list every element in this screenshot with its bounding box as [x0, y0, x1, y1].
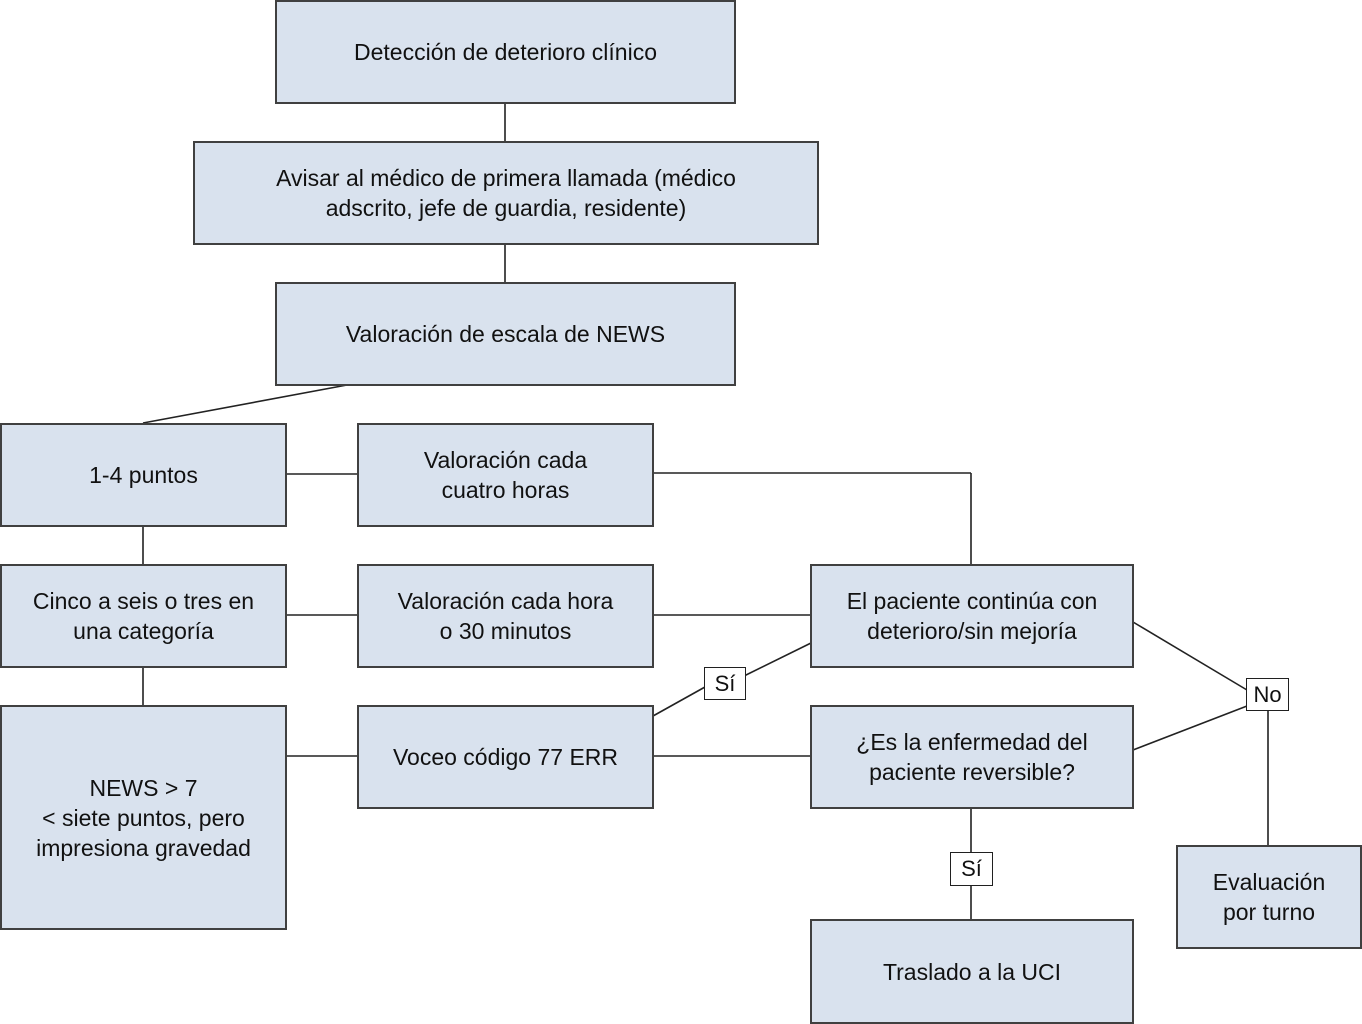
node-news-assessment: Valoración de escala de NEWS: [275, 282, 736, 386]
edge-label-yes-continues: Sí: [704, 667, 746, 700]
node-news-gt-7: NEWS > 7 < siete puntos, pero impresiona…: [0, 705, 287, 930]
edge-code77-si: [652, 686, 706, 717]
node-notify-physician: Avisar al médico de primera llamada (méd…: [193, 141, 819, 245]
node-every-hour: Valoración cada hora o 30 minutos: [357, 564, 654, 668]
node-patient-continues-text: El paciente continúa con deterioro/sin m…: [846, 588, 1098, 644]
node-every-4-hours-text: Valoración cada cuatro horas: [423, 447, 588, 503]
node-detection: Detección de deterioro clínico: [275, 0, 736, 104]
node-patient-continues: El paciente continúa con deterioro/sin m…: [810, 564, 1134, 668]
node-every-4-hours: Valoración cada cuatro horas: [357, 423, 654, 527]
node-news-gt-7-text: NEWS > 7 < siete puntos, pero impresiona…: [36, 774, 251, 861]
node-shift-evaluation: Evaluación por turno: [1176, 845, 1362, 949]
node-code-77: Voceo código 77 ERR: [357, 705, 654, 809]
node-news-assessment-text: Valoración de escala de NEWS: [345, 321, 666, 347]
node-icu-transfer-text: Traslado a la UCI: [882, 958, 1062, 985]
node-icu-transfer: Traslado a la UCI: [810, 919, 1134, 1024]
edge-si-continues: [743, 642, 812, 677]
node-code-77-text: Voceo código 77 ERR: [392, 744, 619, 770]
node-score-1-4-text: 1-4 puntos: [89, 462, 198, 488]
node-detection-text: Detección de deterioro clínico: [354, 39, 657, 65]
node-score-5-6-text: Cinco a seis o tres en una categoría: [32, 588, 255, 644]
edge-news-score14: [142, 384, 348, 424]
node-notify-physician-text: Avisar al médico de primera llamada (méd…: [276, 165, 736, 221]
edge-label-no: No: [1246, 678, 1289, 711]
node-score-5-6: Cinco a seis o tres en una categoría: [0, 564, 287, 668]
edge-reversible-no: [1132, 705, 1248, 751]
node-every-hour-text: Valoración cada hora o 30 minutos: [397, 588, 614, 644]
node-score-1-4: 1-4 puntos: [0, 423, 287, 527]
node-reversible-question-text: ¿Es la enfermedad del paciente reversibl…: [856, 729, 1088, 785]
node-reversible-question: ¿Es la enfermedad del paciente reversibl…: [810, 705, 1134, 809]
edge-continues-no: [1132, 621, 1248, 691]
node-shift-evaluation-text: Evaluación por turno: [1212, 869, 1326, 925]
edge-label-yes-icu: Sí: [950, 852, 993, 886]
